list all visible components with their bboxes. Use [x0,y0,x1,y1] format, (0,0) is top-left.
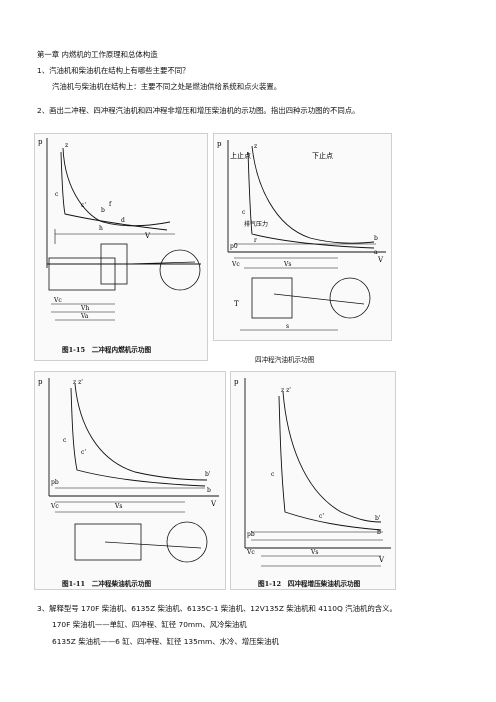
axis-p-label-3: p [38,378,43,386]
point-c-label-2: c [242,209,246,216]
vc-label: Vc [53,297,62,304]
figure-four-stroke-gasoline: p z 上止点 下止点 c 排气压力 p0 b a r V Vc Vs T s [213,133,392,341]
point-c-label-4: c [271,471,275,478]
question-2: 2、画出二冲程、四冲程汽油机和四冲程非增压和增压柴油机的示功图。指出四种示功图的… [37,106,360,115]
vc-label-4: Vc [246,549,255,556]
figure-four-stroke-supercharged: p z z' c c' b' b pb V Vc Vs [230,371,396,590]
exhaust-pressure-label: 排气压力 [244,220,268,228]
question-1: 1、汽油机和柴油机在结构上有哪些主要不同？ [37,66,190,75]
point-b-label-4: b [377,529,381,536]
figure-15-caption: 图1-15 二冲程内燃机示功图 [62,346,152,354]
point-c-label: c [55,191,59,198]
point-b-prime-label: b' [205,471,211,478]
figure-12-caption: 图1-12 四冲程增压柴油机示功图 [258,580,361,588]
point-d-label: d [121,217,125,224]
point-b-prime-label-4: b' [375,515,381,522]
tdc-label: 上止点 [230,151,251,160]
vc-label-3: Vc [50,503,59,510]
four-stroke-caption: 四冲程汽油机示功图 [255,356,315,364]
point-z-label-2: z [254,143,257,150]
t-label: T [234,300,239,308]
pb-label: pb [51,479,59,486]
point-a-label: a [374,249,378,256]
axis-p-label-4: p [234,378,239,386]
point-r-label: r [254,237,257,244]
vs-label-3: Vs [114,503,122,510]
axis-p-label-2: p [217,140,222,148]
p0-label: p0 [230,243,238,250]
answer-3-line-1: 170F 柴油机——单缸、四冲程、缸径 70mm、风冷柴油机 [52,620,247,629]
vs-label: Vs [283,261,291,268]
point-zz-label: z z' [73,379,83,386]
vs-label-4: Vs [310,549,318,556]
figure-11-caption: 图1-11 二冲程柴油机示功图 [62,580,152,588]
vc-label-2: Vc [231,261,240,268]
figure-two-stroke-diesel: p z z' c c' pb b' b V Vc Vs [34,371,226,590]
point-c-prime-label-3: c' [81,449,86,456]
point-c-prime-label-4: c' [319,513,324,520]
point-c-label-3: c [63,437,67,444]
answer-3-line-2: 6135Z 柴油机——6 缸、四冲程、缸径 135mm、水冷、增压柴油机 [52,637,279,646]
figure-two-stroke-engine: p z c c' b f d h V Vc Vh Va [34,133,208,361]
point-h-label: h [99,225,103,232]
question-3: 3、解释型号 170F 柴油机、6135Z 柴油机、6135C-1 柴油机、12… [37,604,397,613]
va-label: Va [80,313,89,320]
pb-label-4: pb [247,531,255,538]
answer-1: 汽油机与柴油机在结构上：主要不同之处是燃油供给系统和点火装置。 [52,82,282,91]
point-c-prime-label: c' [81,202,86,209]
s-label: s [286,323,289,330]
vh-label: Vh [80,305,89,312]
point-b-label-2: b [374,235,378,242]
point-b-label: b [101,207,105,214]
axis-p-label: p [38,138,43,146]
axis-v-label-4: V [378,556,385,564]
chapter-title: 第一章 内燃机的工作原理和总体构造 [37,50,158,59]
point-zz-label-4: z z' [281,387,291,394]
bdc-label: 下止点 [312,151,333,160]
point-z-label: z [65,142,68,149]
axis-v-label-2: V [377,256,384,264]
point-b-label-3: b [207,487,211,494]
axis-v-label-3: V [210,500,217,508]
point-f-label: f [109,201,112,208]
axis-v-label: V [144,232,151,240]
